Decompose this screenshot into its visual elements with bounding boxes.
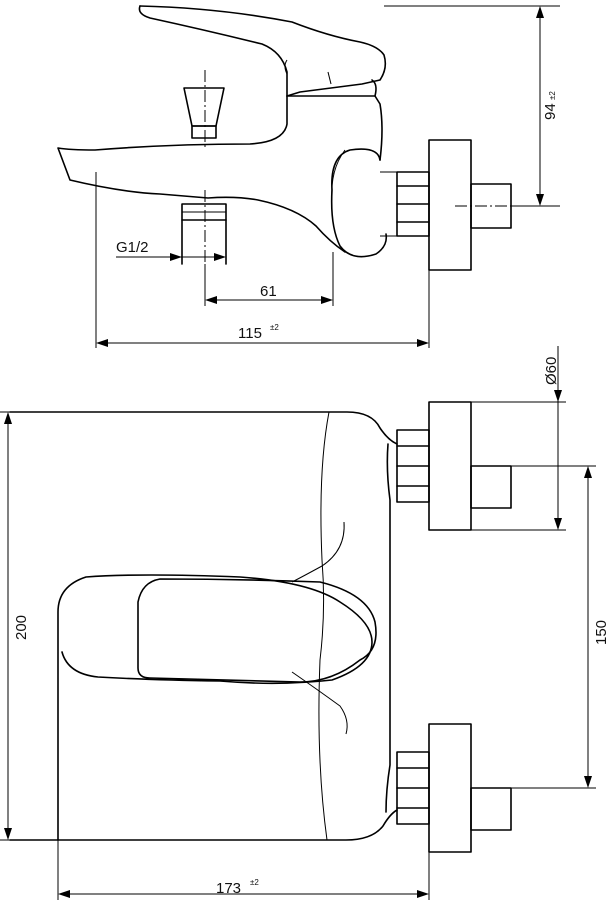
dim-height-value: 94	[542, 103, 559, 120]
faucet-front-view-icon	[0, 346, 596, 900]
dim-depth-tolerance: ±2	[270, 323, 279, 332]
dim-length-tolerance: ±2	[250, 878, 259, 887]
dim-length-value: 173	[216, 880, 241, 897]
faucet-side-view-icon	[57, 5, 560, 348]
dim-height-tolerance: ±2	[548, 91, 557, 100]
dim-flange-diameter: Ø60	[543, 357, 560, 385]
dim-offset: 61	[260, 283, 277, 300]
dim-depth-value: 115	[238, 325, 262, 342]
dim-width: 200	[13, 615, 30, 640]
dim-thread: G1/2	[116, 239, 149, 256]
dim-spacing: 150	[593, 620, 610, 645]
